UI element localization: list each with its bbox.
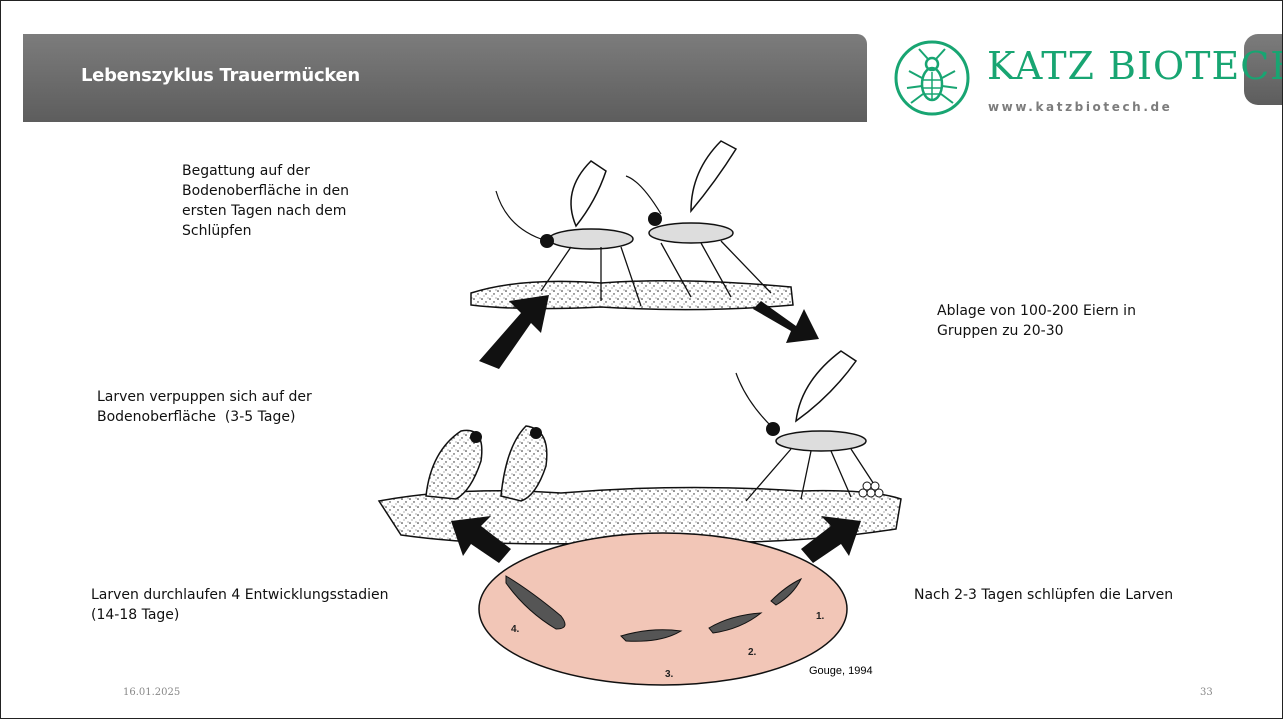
egg-laying-gnat-drawing bbox=[736, 351, 883, 501]
mating-gnats-drawing bbox=[471, 141, 793, 310]
stage-label-1: 1. bbox=[816, 611, 824, 622]
annotation-larval-stages: Larven durchlaufen 4 Entwicklungsstadien… bbox=[91, 585, 389, 625]
annotation-egg-laying: Ablage von 100-200 Eiern in Gruppen zu 2… bbox=[937, 301, 1136, 341]
footer-date: 16.01.2025 bbox=[123, 687, 180, 698]
page-number: 33 bbox=[1200, 687, 1213, 698]
annotation-mating: Begattung auf der Bodenoberfläche in den… bbox=[182, 161, 349, 241]
stage-label-2: 2. bbox=[748, 647, 756, 658]
annotation-pupation: Larven verpuppen sich auf der Bodenoberf… bbox=[97, 387, 312, 427]
stage-label-3: 3. bbox=[665, 669, 673, 680]
pupae-drawing bbox=[426, 426, 547, 501]
figure-credit: Gouge, 1994 bbox=[809, 665, 873, 677]
stage-label-4: 4. bbox=[511, 624, 519, 635]
annotation-hatching: Nach 2-3 Tagen schlüpfen die Larven bbox=[914, 585, 1173, 605]
